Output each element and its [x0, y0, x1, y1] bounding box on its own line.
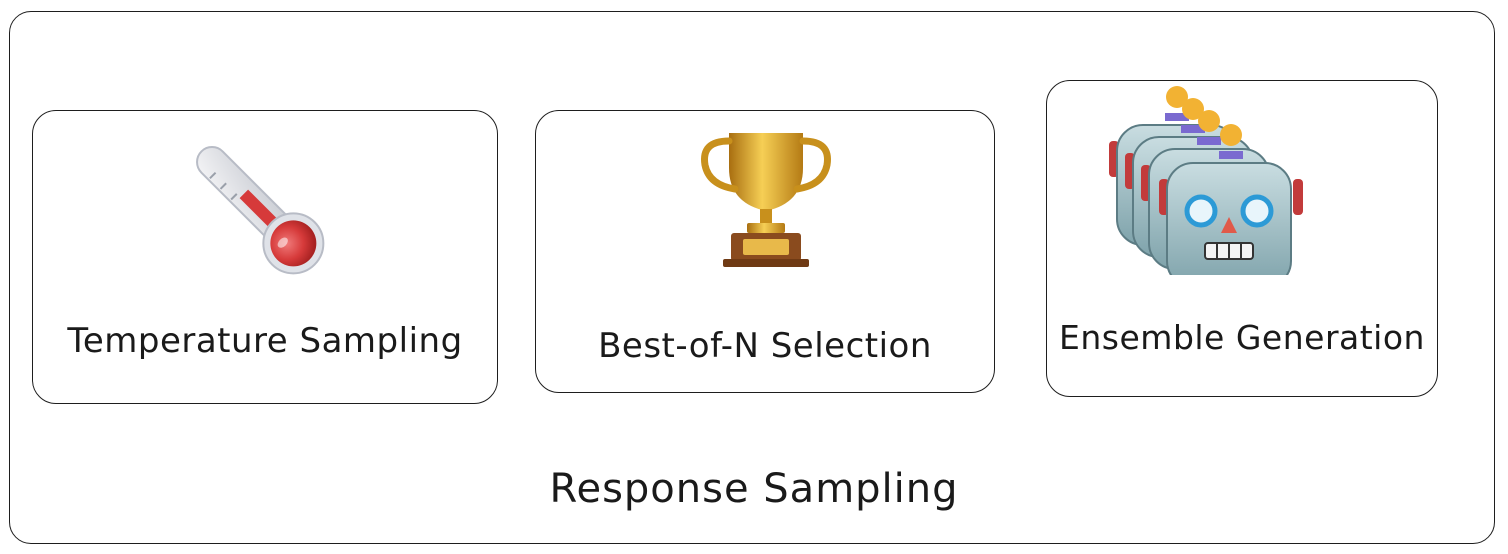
ensemble-generation-card: Ensemble Generation	[1046, 80, 1438, 397]
ensemble-generation-label: Ensemble Generation	[1059, 318, 1425, 357]
trophy-icon	[691, 123, 841, 273]
best-of-n-label: Best-of-N Selection	[598, 326, 932, 366]
thermometer-icon	[183, 133, 333, 283]
response-sampling-frame	[9, 11, 1495, 544]
temperature-sampling-label: Temperature Sampling	[67, 321, 463, 361]
diagram-title: Response Sampling	[549, 466, 959, 512]
robot-ensemble-icon	[1107, 75, 1317, 275]
temperature-sampling-card: Temperature Sampling	[32, 110, 498, 404]
best-of-n-card: Best-of-N Selection	[535, 110, 995, 393]
